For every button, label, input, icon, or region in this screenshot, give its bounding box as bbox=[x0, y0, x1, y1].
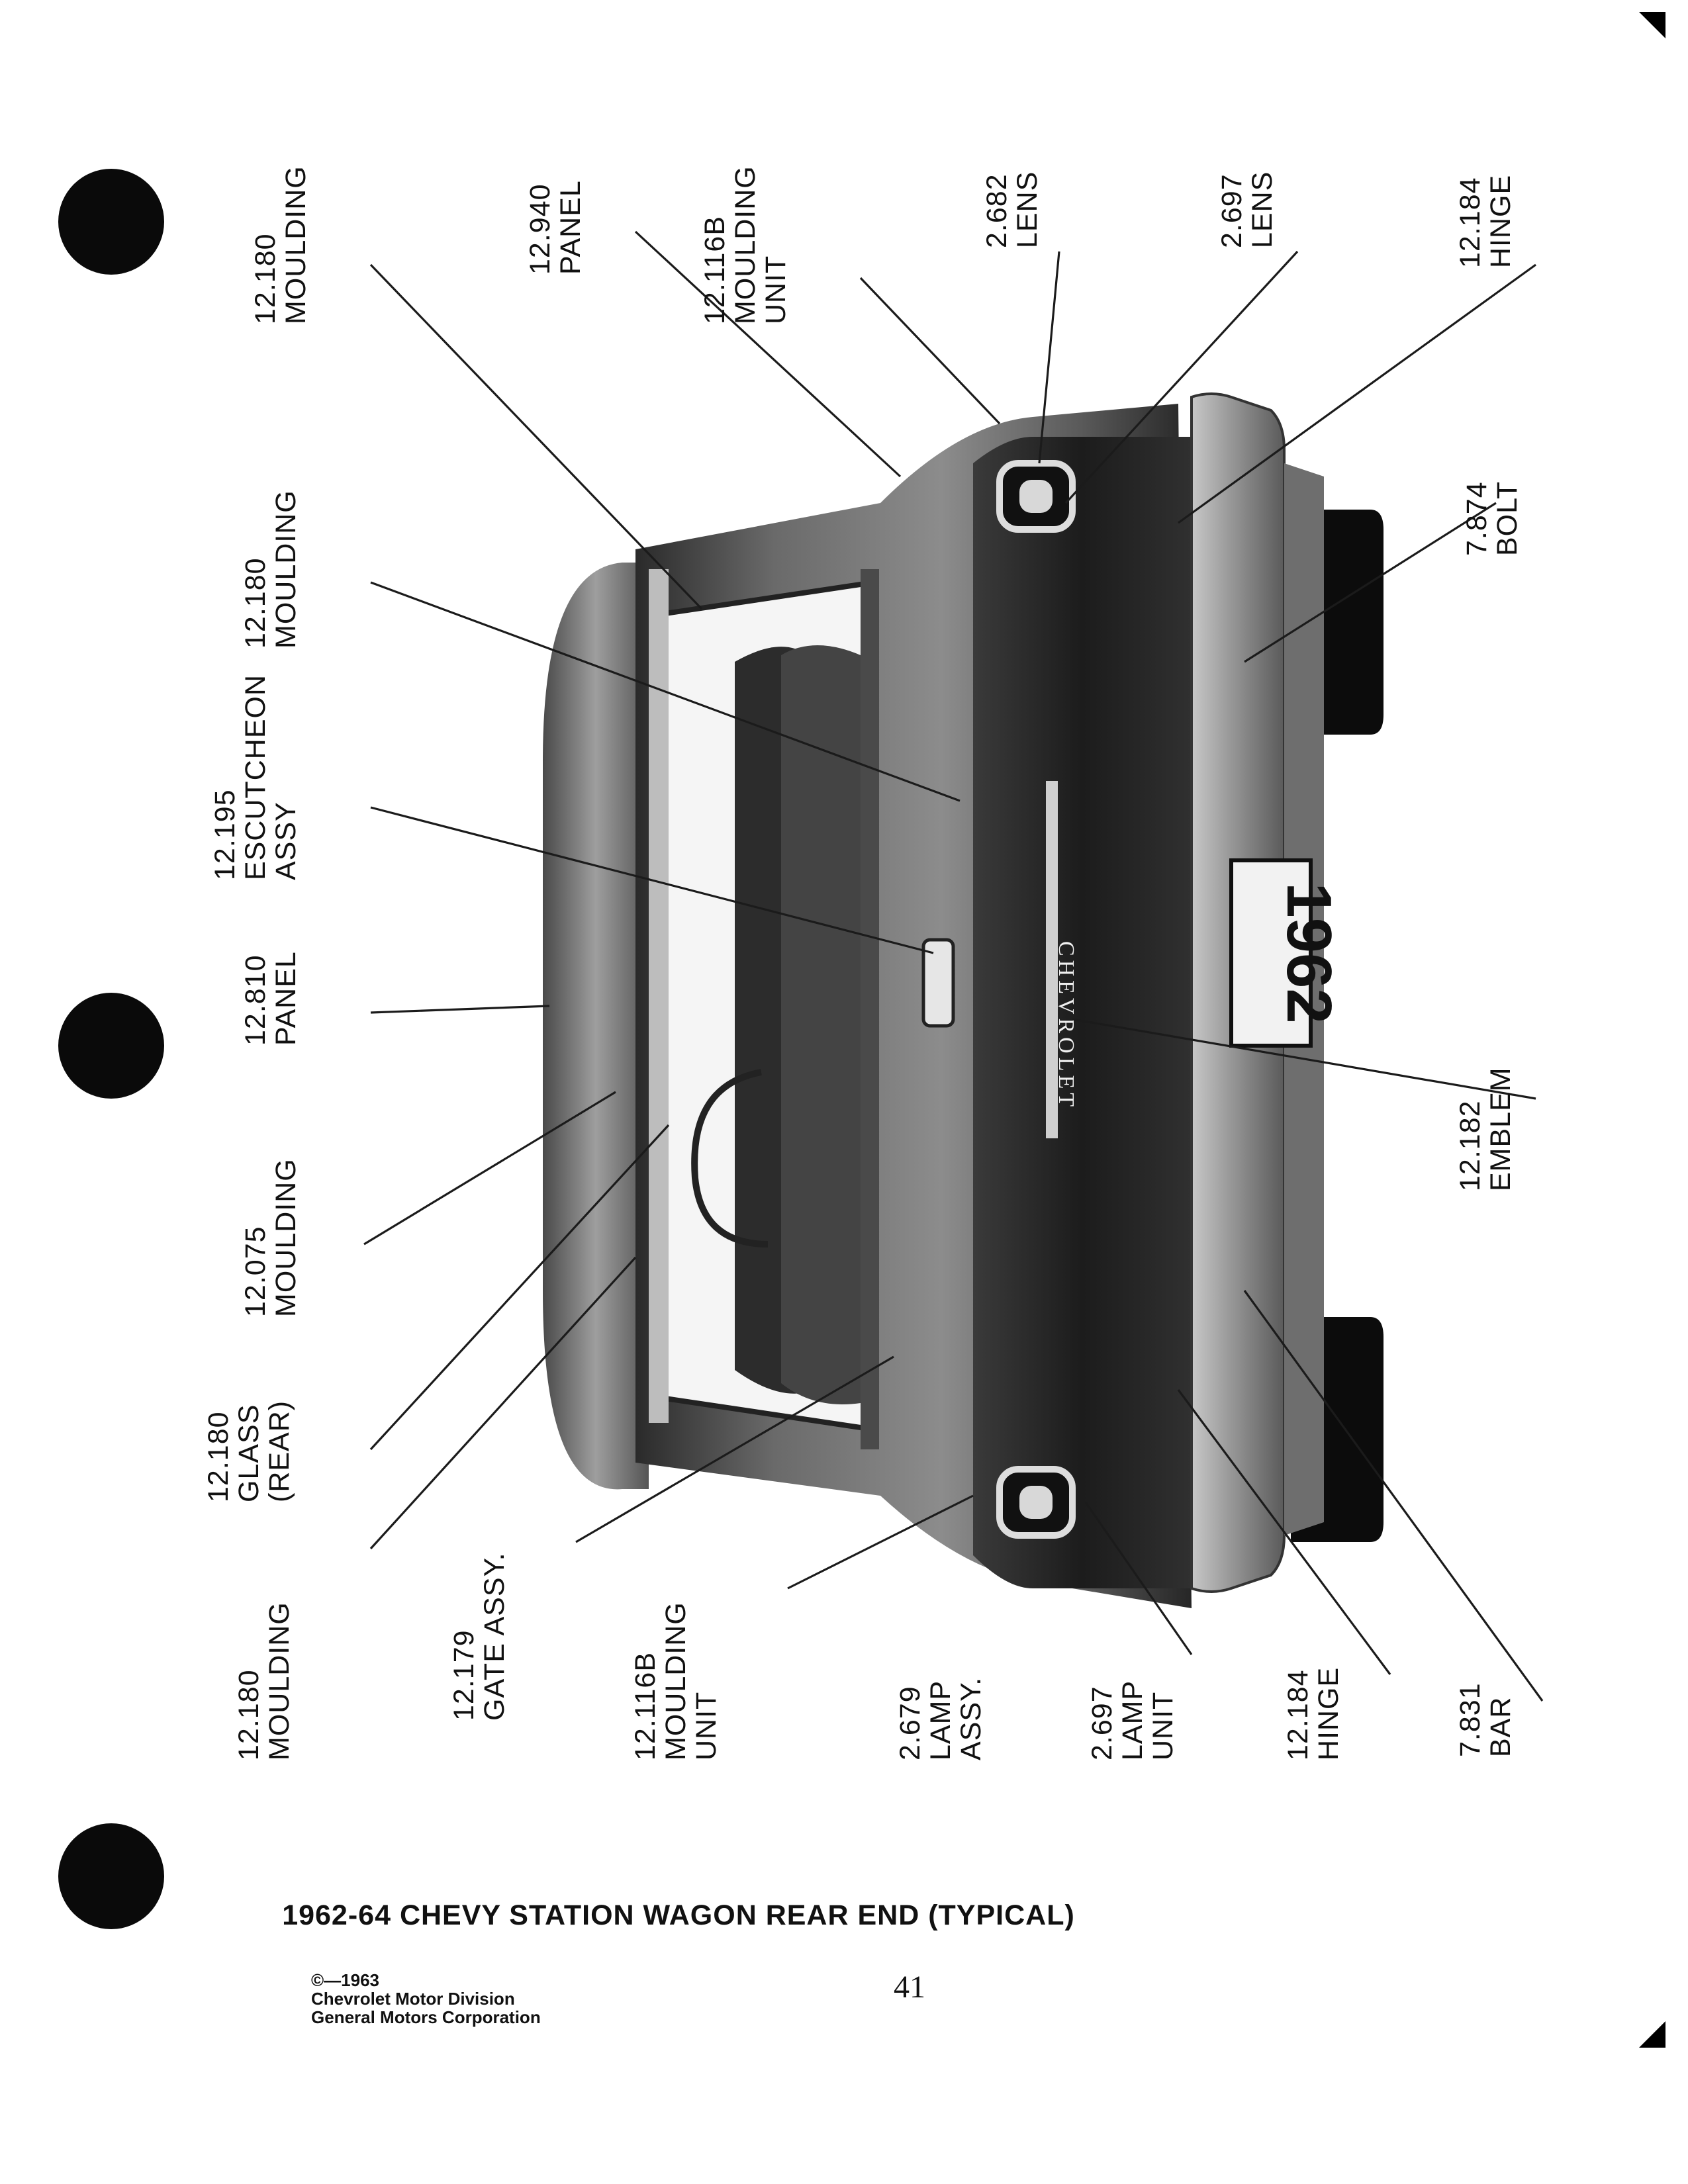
corner-mark-top-right bbox=[1639, 12, 1665, 38]
page-number: 41 bbox=[894, 1970, 925, 2005]
punch-hole-bottom bbox=[58, 1823, 164, 1929]
chevrolet-emblem-text: CHEVROLET bbox=[1054, 941, 1078, 1111]
corner-mark-bottom-right bbox=[1639, 2021, 1665, 2048]
figure-caption: 1962-64 CHEVY STATION WAGON REAR END (TY… bbox=[282, 1899, 1075, 1931]
punch-hole-top bbox=[58, 169, 164, 275]
punch-hole-middle bbox=[58, 993, 164, 1099]
copyright-notice: ©—1963 Chevrolet Motor Division General … bbox=[311, 1970, 541, 2027]
license-plate-text: 1962 bbox=[1274, 882, 1344, 1024]
